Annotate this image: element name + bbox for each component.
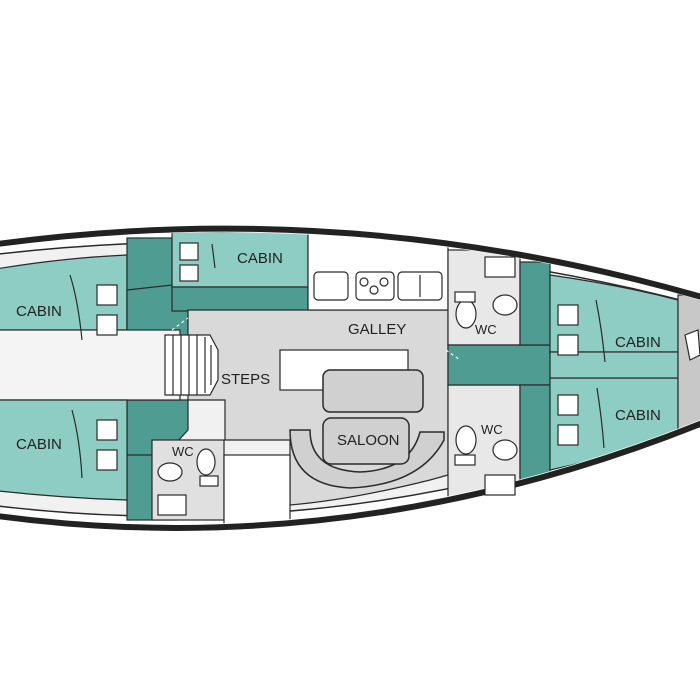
forepeak — [677, 294, 700, 436]
toilet-icon — [454, 291, 518, 329]
saloon-table — [322, 417, 410, 465]
toilet-icon — [454, 425, 518, 466]
bunk-pillow-icon — [179, 242, 199, 282]
label-wc-aft: WC — [172, 444, 194, 459]
label-wc-fwd-port: WC — [475, 322, 497, 337]
label-cabin-top-mid: CABIN — [237, 250, 283, 267]
central-walkway — [0, 329, 181, 401]
staircase-icon — [164, 334, 219, 396]
label-cabin-fwd-stbd: CABIN — [615, 407, 661, 424]
saloon-settee — [322, 369, 424, 413]
fwd-corridor — [447, 344, 551, 386]
bunk-pillow-icon — [557, 304, 579, 356]
label-saloon: SALOON — [337, 432, 400, 449]
label-wc-fwd-stbd: WC — [481, 422, 503, 437]
label-cabin-port-aft: CABIN — [16, 303, 62, 320]
wc-fwd-stbd-basin — [484, 474, 516, 496]
label-galley: GALLEY — [348, 321, 406, 338]
wc-aft-basin — [157, 494, 187, 516]
saloon-u-seat — [289, 429, 445, 489]
toilet-icon — [157, 448, 219, 487]
wc-fwd-port-basin — [484, 256, 516, 278]
label-cabin-stbd-aft: CABIN — [16, 436, 62, 453]
fwd-divider — [549, 351, 679, 379]
sink-icon — [313, 271, 443, 301]
bunk-pillow-icon — [96, 284, 118, 336]
cabin-top-mid-passage — [171, 286, 309, 312]
bunk-pillow-icon — [96, 419, 118, 471]
forepeak-hatch — [684, 329, 700, 361]
fwd-corridor-stbd — [519, 384, 551, 486]
label-steps: STEPS — [221, 371, 270, 388]
cabin-stbd-aft — [0, 399, 128, 501]
bunk-pillow-icon — [557, 394, 579, 446]
label-cabin-fwd-port: CABIN — [615, 334, 661, 351]
lower-locker-1 — [223, 454, 291, 525]
fwd-corridor-port — [519, 261, 551, 346]
